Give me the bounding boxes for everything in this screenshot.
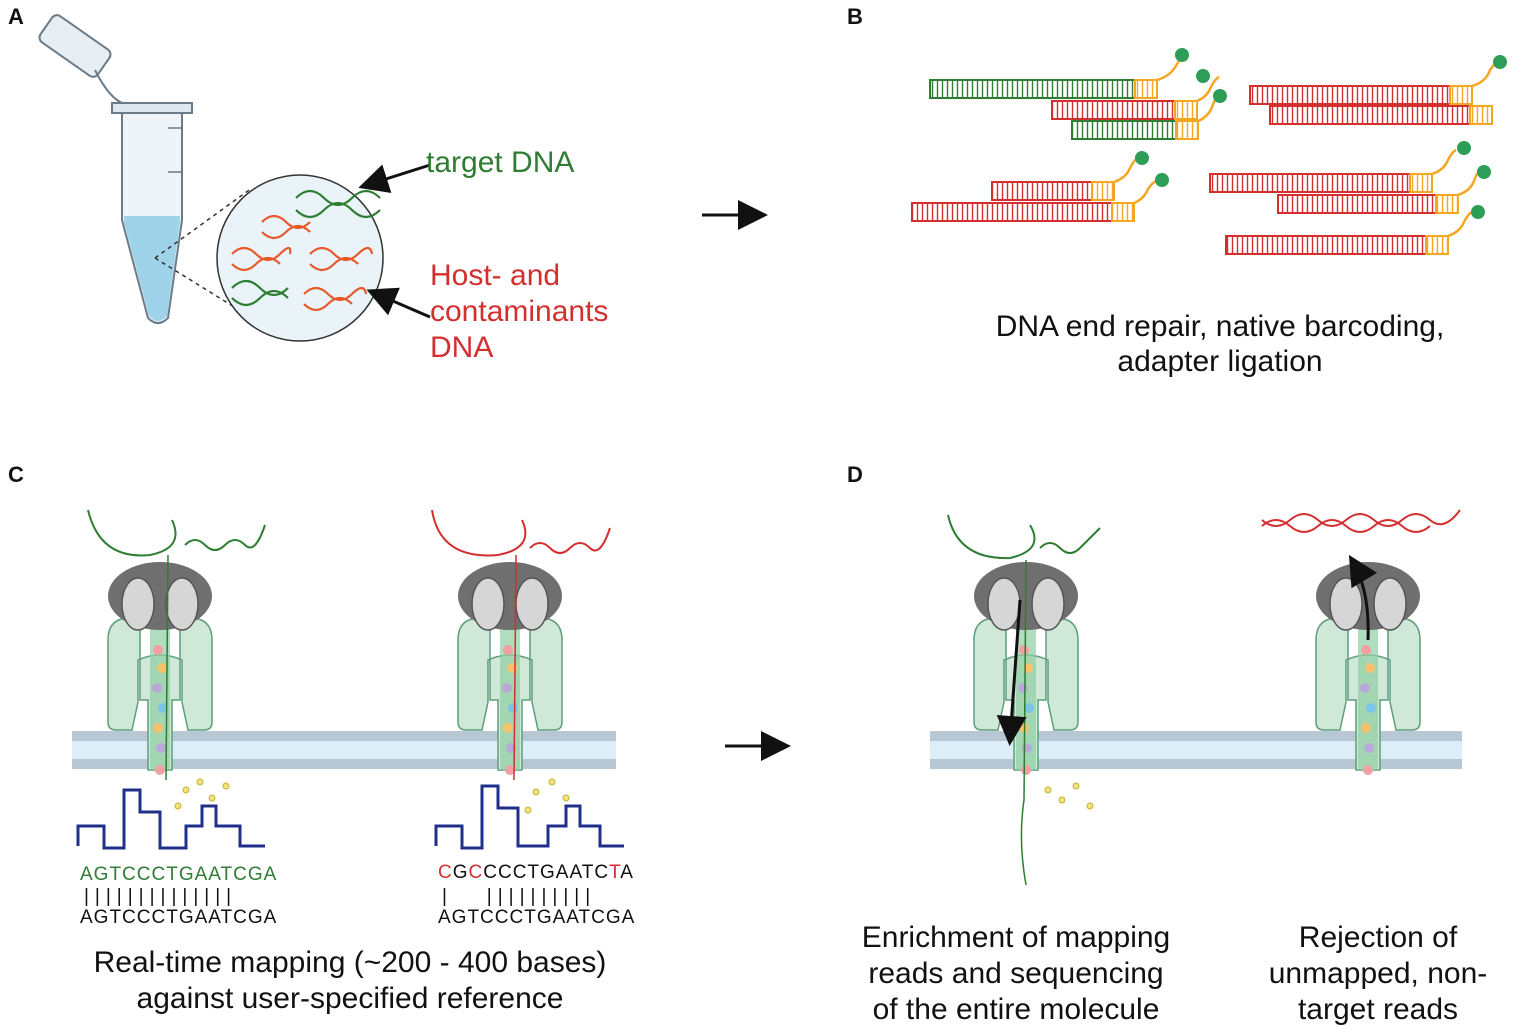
sequence-right-reference: AGTCCCTGAATCGA — [438, 907, 636, 928]
panel-c-caption-line1: Real-time mapping (~200 - 400 bases) — [93, 946, 607, 979]
sequence-left-reference: AGTCCCTGAATCGA — [80, 907, 278, 928]
seq-char: T — [609, 862, 621, 883]
panel-d-left-caption-line1: Enrichment of mapping — [861, 921, 1171, 954]
seq-char: A — [620, 862, 634, 883]
host-dna-label-line1: Host- and — [430, 259, 561, 292]
membrane-c — [72, 731, 616, 769]
membrane-d — [930, 731, 1462, 769]
panel-b-caption-line1: DNA end repair, native barcoding, — [995, 310, 1445, 343]
sequence-right-read: CGCCCCTGAATCTA — [438, 862, 634, 884]
tube-icon — [38, 14, 193, 324]
host-dna-label-line2: contaminants — [430, 295, 609, 328]
magnifier-circle-icon — [216, 174, 384, 342]
panel-letter-a: A — [8, 4, 24, 29]
panel-letter-c: C — [8, 462, 24, 487]
panel-d-left-caption-line2: reads and sequencing — [868, 957, 1164, 990]
seq-char: G — [452, 862, 469, 883]
seq-char: CCCTGAATC — [483, 862, 610, 883]
panel-letter-d: D — [847, 462, 863, 487]
panel-c-caption-line2: against user-specified reference — [136, 982, 564, 1015]
fragment-group — [911, 48, 1507, 255]
nanopore-icon — [107, 562, 213, 775]
host-dna-label-line3: DNA — [430, 331, 494, 364]
seq-char: C — [438, 862, 453, 883]
panel-letter-b: B — [847, 4, 863, 29]
panel-d-right-caption-line1: Rejection of — [1298, 921, 1458, 954]
panel-b-caption-line2: adapter ligation — [1117, 345, 1323, 378]
panel-d-right-caption-line2: unmapped, non- — [1268, 957, 1488, 990]
seq-char: C — [468, 862, 484, 883]
squiggle-signal-icon — [76, 784, 624, 850]
sequence-left-read: AGTCCCTGAATCGA — [80, 864, 278, 885]
target-dna-label: target DNA — [426, 146, 575, 179]
sequence-left-bars: |||||||||||||| — [84, 886, 238, 907]
panel-d-left-caption-line3: of the entire molecule — [872, 993, 1160, 1026]
sequence-right-bars: | |||||||||| — [442, 886, 597, 907]
panel-d-right-caption-line3: target reads — [1297, 993, 1459, 1026]
